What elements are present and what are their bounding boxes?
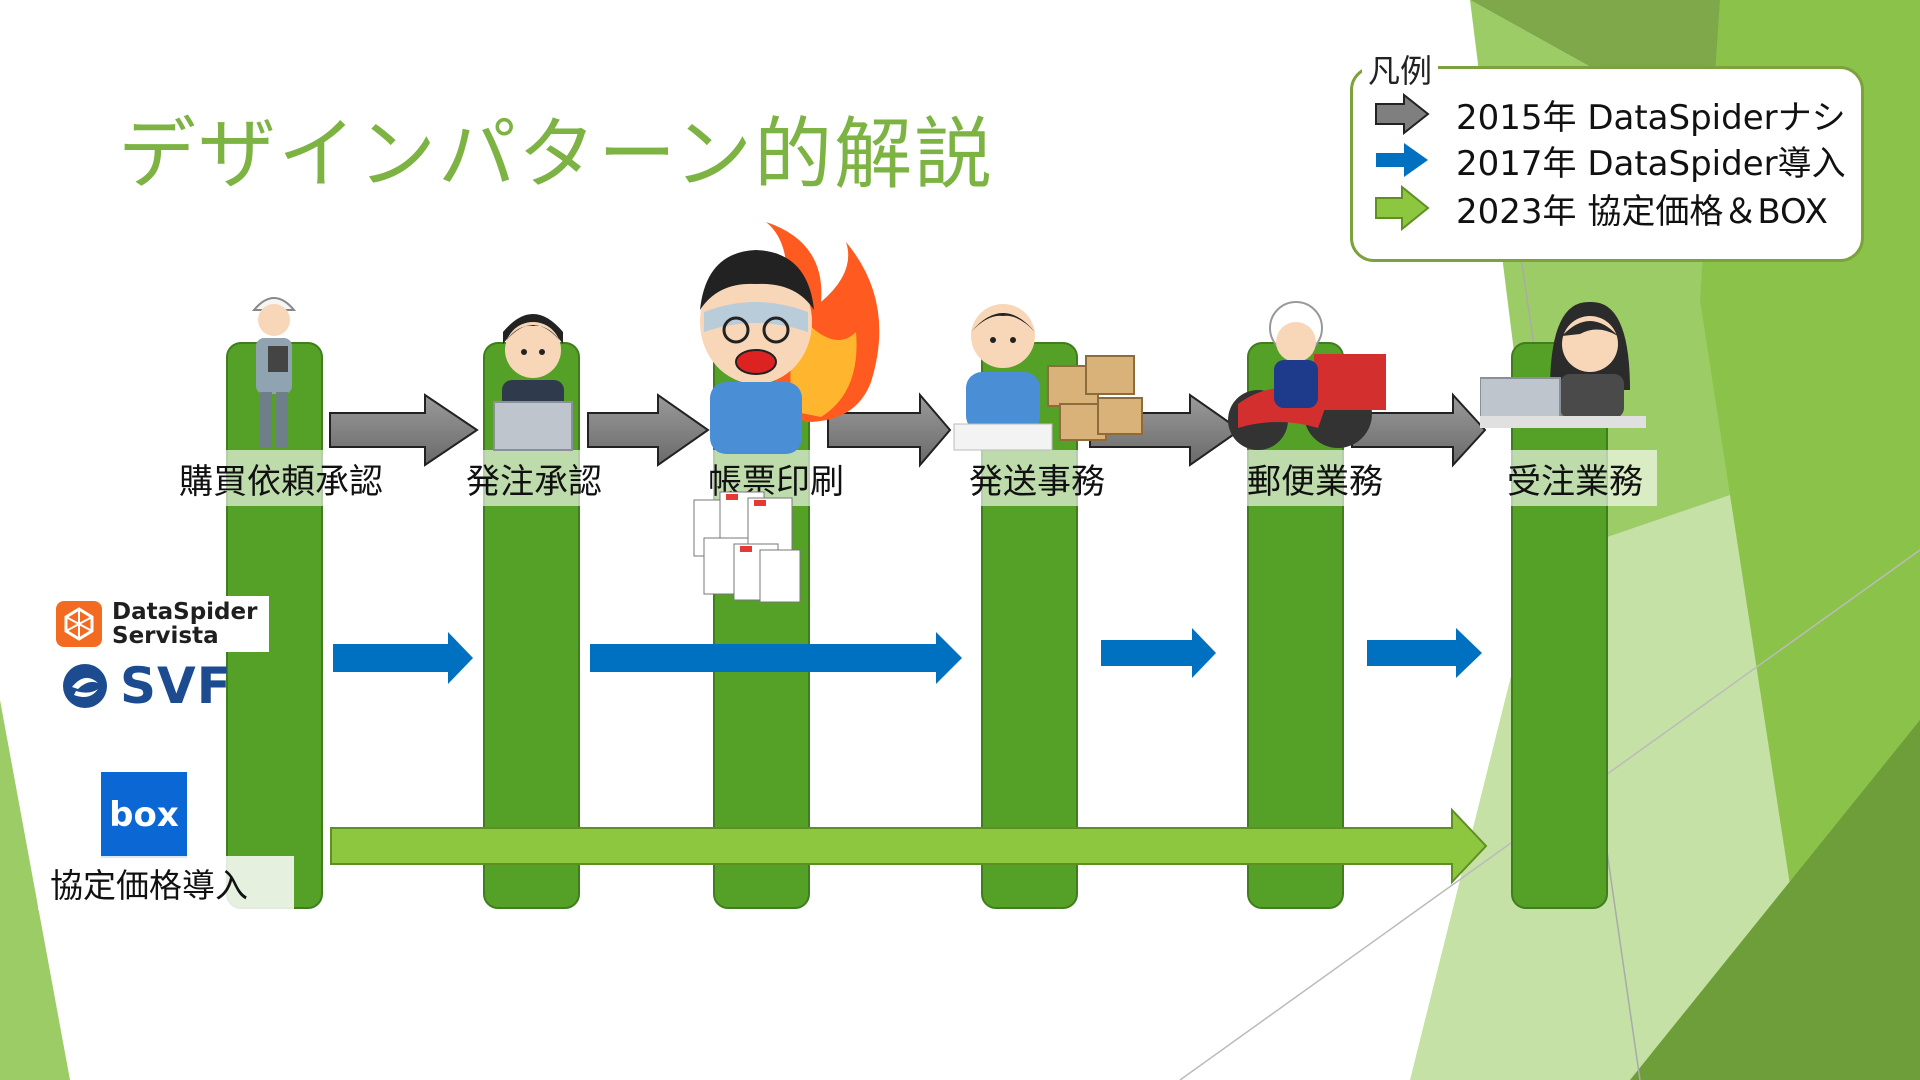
gray-arrow-2	[587, 393, 710, 467]
step-label-1: 購買依頼承認	[162, 450, 400, 506]
green-arrow-icon	[1375, 185, 1430, 231]
legend-box	[1350, 66, 1864, 262]
gray-arrow-5	[1351, 392, 1487, 468]
legend-label-2017: 2017年 DataSpider導入	[1456, 143, 1846, 184]
shipping-clerk-illustration	[953, 304, 1143, 451]
box-caption: 協定価格導入	[38, 856, 294, 910]
legend-label-2015: 2015年 DataSpiderナシ	[1456, 97, 1846, 138]
bg-shape-6	[0, 700, 70, 1080]
legend-row-2023: 2023年 協定価格＆BOX	[1374, 185, 1828, 232]
box-logo: box	[101, 772, 187, 858]
postal-worker-illustration	[1228, 301, 1386, 450]
dataspider-wordmark: DataSpider Servista	[112, 600, 257, 648]
slide-title: デザインパターン的解説	[118, 110, 995, 200]
legend-label-2023: 2023年 協定価格＆BOX	[1456, 191, 1828, 232]
forms-pile-icon	[693, 491, 801, 603]
bg-shape-5	[1630, 720, 1920, 1080]
gray-arrow-4	[1089, 393, 1242, 467]
legend-row-2017: 2017年 DataSpider導入	[1374, 138, 1846, 184]
blue-arrow-icon	[1376, 143, 1428, 177]
blue-arrow-2	[590, 632, 962, 684]
receiver-illustration	[1480, 301, 1646, 428]
legend-caption: 凡例	[1362, 46, 1439, 92]
legend-row-2015: 2015年 DataSpiderナシ	[1374, 92, 1846, 138]
gray-arrow-1	[329, 393, 479, 467]
green-arrow	[330, 807, 1488, 885]
gray-arrow-icon	[1375, 93, 1430, 135]
step-label-5: 郵便業務	[1233, 450, 1397, 506]
blue-arrow-4	[1367, 628, 1482, 678]
svf-logo: SVF	[60, 657, 232, 715]
blue-arrow-1	[333, 632, 473, 684]
svf-wordmark: SVF	[120, 657, 232, 715]
dataspider-text-line1: DataSpider	[112, 599, 258, 625]
step-label-2: 発注承認	[452, 450, 616, 506]
blue-arrow-3	[1101, 628, 1216, 678]
worker-illustration	[251, 297, 297, 448]
svf-icon	[63, 664, 107, 708]
gray-arrow-3	[827, 392, 952, 468]
dataspider-text-line2: Servista	[112, 623, 219, 649]
step-label-4: 発送事務	[955, 450, 1119, 506]
manager-illustration	[493, 314, 573, 451]
dataspider-icon	[56, 601, 102, 647]
dataspider-servista-logo: DataSpider Servista	[50, 596, 269, 652]
panic-person-illustration	[700, 222, 880, 454]
step-label-6: 受注業務	[1493, 450, 1657, 506]
